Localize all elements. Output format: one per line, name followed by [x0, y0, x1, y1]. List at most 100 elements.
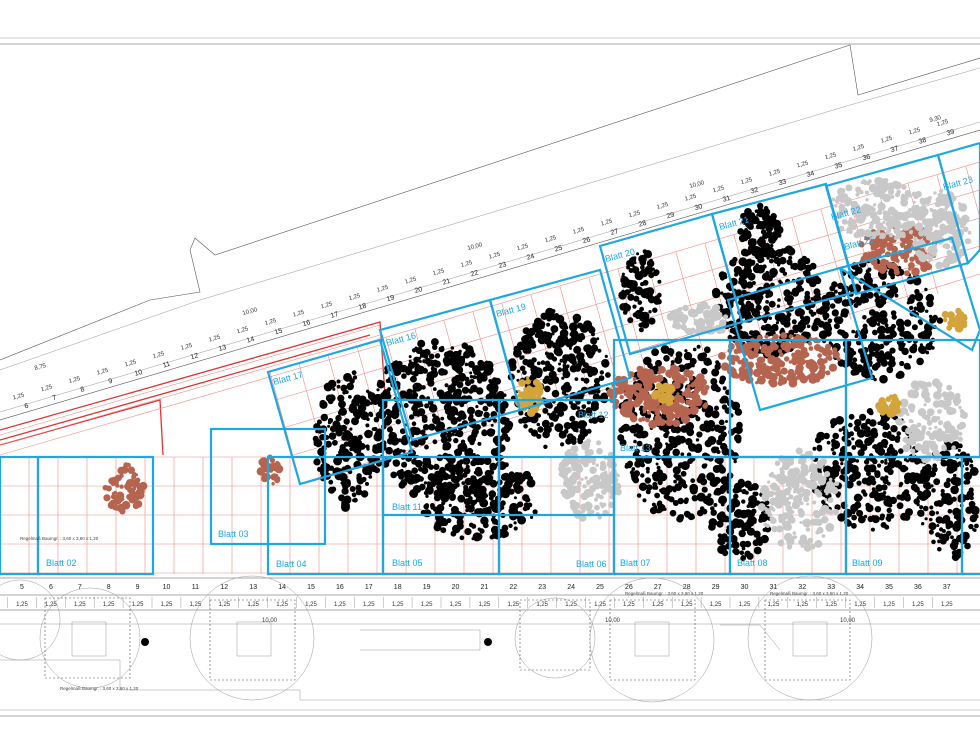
sheet-label: Blatt 23 — [942, 174, 974, 192]
module-dim: 1,25 — [565, 602, 577, 608]
axis-number: 11 — [162, 361, 171, 370]
module-dim: 1,25 — [236, 326, 250, 335]
tree-box-note: Regelmaß Baumgr. : 3,60 x 3,60 x 1,20 — [770, 591, 849, 596]
scan-cluster — [808, 408, 933, 532]
module-dim: 1,25 — [74, 602, 86, 608]
module-dim: 1,25 — [96, 368, 110, 377]
axis-number: 32 — [750, 187, 760, 196]
boundary-lines — [0, 321, 386, 456]
sheet-label: Blatt 07 — [620, 558, 651, 568]
axis-number: 28 — [683, 584, 691, 591]
top-dimension-line — [0, 121, 980, 421]
span-label: 10,00 — [840, 618, 856, 624]
scan-cluster — [666, 300, 729, 336]
scan-cluster — [757, 447, 840, 552]
axis-number: 11 — [192, 584, 199, 591]
axis-number: 8 — [80, 386, 86, 394]
axis-number: 22 — [509, 584, 517, 591]
module-dim: 1,25 — [516, 243, 530, 252]
module-dim: 1,25 — [208, 334, 222, 343]
axis-number: 16 — [302, 319, 312, 328]
sheet-label: Blatt 12 — [578, 410, 609, 420]
module-dim: 1,25 — [376, 285, 390, 294]
sheet-label: Blatt 25 — [843, 234, 875, 252]
scan-cluster — [893, 378, 968, 464]
axis-number: 35 — [885, 584, 893, 591]
axis-number: 7 — [52, 394, 58, 402]
module-dim: 1,25 — [623, 602, 635, 608]
sheet-frame-26 — [837, 236, 980, 352]
sheet-label: Blatt 17 — [272, 369, 304, 387]
module-dim: 1,25 — [796, 602, 808, 608]
sheet-label: Blatt 19 — [495, 301, 527, 319]
module-dim: 1,25 — [40, 384, 54, 393]
module-dim: 1,25 — [912, 602, 924, 608]
scan-cluster — [875, 393, 902, 418]
axis-number: 24 — [526, 253, 536, 262]
scan-overlay — [102, 176, 980, 562]
module-dim: 1,25 — [854, 602, 866, 608]
sheet-label: Blatt 13 — [620, 443, 651, 453]
sheet-label: Blatt 09 — [852, 558, 883, 568]
module-dim: 1,25 — [132, 602, 144, 608]
module-dim: 1,25 — [796, 160, 810, 169]
axis-number: 31 — [722, 195, 732, 204]
module-dim: 1,25 — [392, 602, 404, 608]
axis-number: 7 — [78, 584, 82, 591]
module-dim: 1,25 — [536, 602, 548, 608]
scan-cluster — [618, 249, 662, 333]
scan-cluster — [256, 454, 284, 486]
module-dim: 1,25 — [825, 602, 837, 608]
module-dim: 1,25 — [824, 152, 838, 161]
module-dim: 1,25 — [180, 343, 194, 352]
axis-number: 15 — [274, 328, 284, 337]
scan-cluster — [737, 202, 784, 257]
module-dim: 1,25 — [348, 293, 362, 302]
axis-number: 10 — [163, 584, 171, 591]
axis-number: 9 — [136, 584, 140, 591]
module-dim: 1,25 — [739, 602, 751, 608]
module-dim: 1,25 — [768, 602, 780, 608]
axis-number: 39 — [946, 129, 956, 138]
axis-number: 23 — [498, 261, 508, 270]
sheet-frame-15 — [844, 338, 980, 459]
module-dim: 1,25 — [479, 602, 491, 608]
axis-number: 19 — [423, 584, 431, 591]
module-dim: 1,25 — [276, 602, 288, 608]
sheet-label: Blatt 06 — [576, 559, 607, 569]
module-dim: 1,25 — [264, 318, 278, 327]
axis-number: 29 — [666, 211, 676, 220]
axis-number: 32 — [798, 584, 806, 591]
module-dim: 1,25 — [594, 602, 606, 608]
axis-number: 38 — [918, 137, 928, 146]
drawing-frame — [0, 37, 980, 717]
axis-number: 25 — [596, 584, 604, 591]
axis-number: 6 — [24, 403, 30, 411]
module-dim: 1,25 — [883, 602, 895, 608]
scan-cluster — [908, 188, 972, 270]
marker-dot — [141, 638, 149, 646]
axis-number: 17 — [365, 584, 373, 591]
span-label: 10,00 — [242, 307, 259, 317]
module-dim: 1,25 — [460, 260, 474, 269]
span-label: 10,00 — [689, 180, 706, 190]
module-dim: 1,25 — [124, 359, 138, 368]
sheet-label: Blatt 02 — [46, 558, 77, 568]
axis-number: 13 — [249, 584, 257, 591]
axis-number: 14 — [246, 336, 256, 345]
axis-number: 20 — [452, 584, 460, 591]
module-dim: 1,25 — [684, 193, 698, 202]
span-labels: 10,00 10,00 10,00 8,75 10,00 10,00 10,00… — [34, 115, 942, 624]
sheet-frame-19 — [488, 268, 632, 412]
scan-cluster — [420, 456, 538, 542]
sheet-label: Blatt 05 — [392, 558, 423, 568]
module-dim: 1,25 — [68, 376, 82, 385]
axis-number: 16 — [336, 584, 344, 591]
axis-number: 10 — [134, 369, 144, 378]
bottom-dimension-axis: 51,2561,2571,2581,2591,25101,25111,25121… — [0, 577, 980, 625]
span-label: 10,00 — [467, 242, 484, 252]
axis-number: 18 — [358, 303, 368, 312]
axis-number: 33 — [827, 584, 835, 591]
